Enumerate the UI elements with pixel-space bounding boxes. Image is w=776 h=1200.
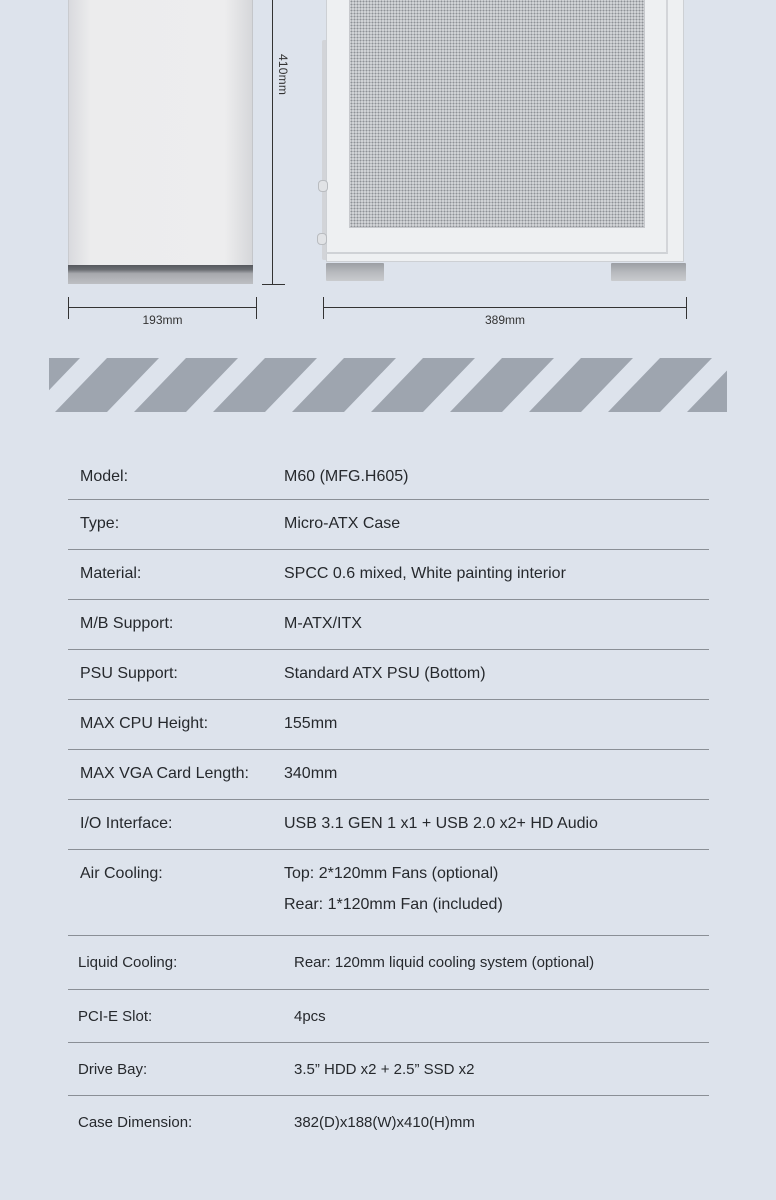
io-port-icon [318, 180, 328, 192]
spec-value: Rear: 1*120mm Fan (included) [284, 896, 503, 913]
io-button-icon [317, 233, 327, 245]
case-foot-right [611, 263, 686, 281]
width-dimension-label: 193mm [142, 313, 183, 327]
spec-value: 340mm [284, 765, 338, 782]
spec-row: Liquid Cooling: Rear: 120mm liquid coolin… [68, 936, 709, 990]
spec-row: M/B Support: M-ATX/ITX [68, 600, 709, 650]
spec-label: Type: [80, 515, 120, 532]
spec-value: Micro-ATX Case [284, 515, 401, 532]
case-front-view [68, 0, 253, 265]
spec-row: PCI-E Slot: 4pcs [68, 990, 709, 1043]
stripe [213, 358, 317, 412]
case-front-base [68, 265, 253, 284]
stripe [55, 358, 159, 412]
diagonal-stripe-band [49, 358, 727, 412]
depth-dimension-tick-right [686, 297, 687, 319]
stripe [450, 358, 554, 412]
spec-row: Model: M60 (MFG.H605) [68, 453, 709, 500]
stripe [529, 358, 633, 412]
spec-row: Type: Micro-ATX Case [68, 500, 709, 550]
width-dimension-tick-right [256, 297, 257, 319]
spec-value: 4pcs [294, 1008, 326, 1025]
spec-value: M-ATX/ITX [284, 615, 362, 632]
width-dimension-line [68, 307, 257, 308]
spec-row: Case Dimension: 382(D)x188(W)x410(H)mm [68, 1096, 709, 1149]
spec-value: 155mm [284, 715, 338, 732]
depth-dimension-line [323, 307, 687, 308]
spec-label: Drive Bay: [78, 1061, 148, 1078]
spec-label: Air Cooling: [80, 865, 163, 882]
spec-value: SPCC 0.6 mixed, White painting interior [284, 565, 566, 582]
spec-value: Top: 2*120mm Fans (optional) [284, 865, 499, 882]
height-dimension-cap [262, 284, 285, 285]
spec-label: I/O Interface: [80, 815, 173, 832]
spec-row: Material: SPCC 0.6 mixed, White painting … [68, 550, 709, 600]
spec-row: Drive Bay: 3.5” HDD x2 + 2.5” SSD x2 [68, 1043, 709, 1096]
spec-label: MAX CPU Height: [80, 715, 209, 732]
spec-value: Standard ATX PSU (Bottom) [284, 665, 486, 682]
spec-label: Liquid Cooling: [78, 954, 178, 971]
spec-row: PSU Support: Standard ATX PSU (Bottom) [68, 650, 709, 700]
spec-value: 3.5” HDD x2 + 2.5” SSD x2 [294, 1061, 475, 1078]
case-side-rail [322, 40, 328, 260]
spec-value: USB 3.1 GEN 1 x1 + USB 2.0 x2+ HD Audio [284, 815, 598, 832]
width-dimension-tick-left [68, 297, 69, 319]
stripe [134, 358, 238, 412]
mesh-panel [349, 0, 645, 228]
case-foot-left [326, 263, 384, 281]
stripe [292, 358, 396, 412]
spec-label: MAX VGA Card Length: [80, 765, 249, 782]
case-side-frame [326, 0, 668, 254]
spec-label: Case Dimension: [78, 1114, 193, 1131]
spec-label: Model: [80, 468, 129, 485]
spec-label: M/B Support: [80, 615, 174, 632]
spec-row: MAX VGA Card Length: 340mm [68, 750, 709, 800]
spec-value: Rear: 120mm liquid cooling system (optio… [294, 954, 595, 971]
height-dimension-line [272, 0, 273, 285]
stripe [687, 370, 727, 412]
spec-value: 382(D)x188(W)x410(H)mm [294, 1114, 475, 1131]
stripe [608, 358, 712, 412]
spec-label: PCI-E Slot: [78, 1008, 153, 1025]
depth-dimension-label: 389mm [484, 313, 525, 327]
spec-label: Material: [80, 565, 142, 582]
depth-dimension-tick-left [323, 297, 324, 319]
stripe [371, 358, 475, 412]
height-dimension-label: 410mm [276, 54, 290, 96]
spec-row: MAX CPU Height: 155mm [68, 700, 709, 750]
spec-row: Air Cooling: Top: 2*120mm Fans (optional)… [68, 850, 709, 936]
spec-value: M60 (MFG.H605) [284, 468, 409, 485]
spec-label: PSU Support: [80, 665, 178, 682]
spec-row: I/O Interface: USB 3.1 GEN 1 x1 + USB 2.0… [68, 800, 709, 850]
